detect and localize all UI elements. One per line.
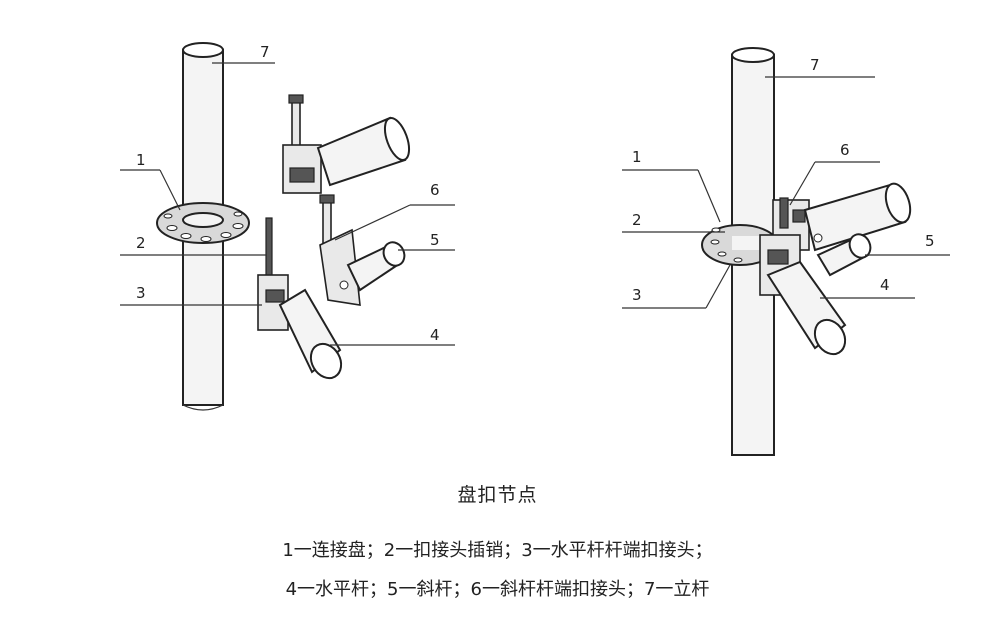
left-diagonal-bar [346, 241, 406, 292]
left-connection-disc [156, 202, 250, 244]
left-label-2: 2 [136, 234, 146, 252]
right-horizontal-bar [766, 260, 847, 356]
node-diagram: 1 2 3 4 5 6 7 [120, 42, 950, 456]
left-horizontal-bar [278, 288, 343, 380]
right-label-1: 1 [632, 148, 642, 166]
right-diagonal-bar [803, 182, 912, 252]
right-label-2: 2 [632, 211, 642, 229]
left-top-connector [282, 94, 411, 194]
legend-line-2: 4一水平杆；5一斜杆；6一斜杆杆端扣接头；7一立杆 [285, 579, 710, 600]
left-label-3: 3 [136, 284, 146, 302]
left-label-6: 6 [430, 181, 440, 199]
right-label-6: 6 [840, 141, 850, 159]
right-label-3: 3 [632, 286, 642, 304]
left-label-5: 5 [430, 231, 440, 249]
left-label-4: 4 [430, 326, 440, 344]
left-figure: 1 2 3 4 5 6 7 [120, 42, 455, 411]
left-label-7: 7 [260, 43, 270, 61]
left-label-1: 1 [136, 151, 146, 169]
legend-line-1: 1一连接盘；2一扣接头插销；3一水平杆杆端扣接头； [282, 540, 713, 561]
right-label-7: 7 [810, 56, 820, 74]
left-diagonal-coupler [319, 194, 361, 306]
right-label-5: 5 [925, 232, 935, 250]
right-label-4: 4 [880, 276, 890, 294]
diagram-title: 盘扣节点 [457, 484, 538, 506]
right-figure: 1 2 3 4 5 6 7 [622, 47, 950, 456]
